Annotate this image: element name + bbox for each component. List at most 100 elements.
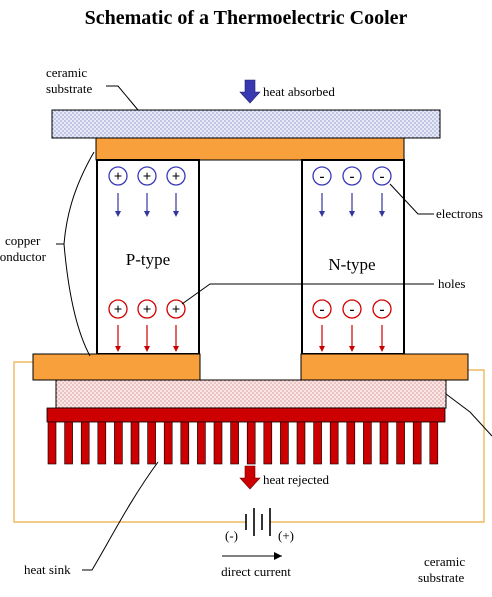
n-type-label: N-type — [328, 255, 375, 274]
copper-leader-top — [56, 151, 95, 245]
heat-sink-fin — [64, 421, 73, 465]
hole-carrier-bottom-circle — [137, 299, 157, 319]
ceramic-top-leader — [106, 85, 139, 111]
hole-carrier-bottom-circle — [108, 299, 128, 319]
electron-carrier-bottom-circle — [312, 299, 332, 319]
heat-sink-fin — [379, 421, 389, 465]
heat-sink-fin — [396, 421, 405, 465]
hole-carrier-bottom-sign: + — [143, 302, 152, 318]
heat-sink-fins — [47, 421, 439, 465]
n-type-leg — [301, 159, 405, 355]
hole-drift-arrow-top-head — [144, 211, 150, 217]
hole-carrier-bottom-sign: + — [172, 302, 181, 318]
heat-sink-fin — [213, 421, 223, 465]
electron-carrier-top-circle — [342, 166, 362, 186]
hole-drift-arrow-bottom-head — [115, 346, 121, 352]
electrons-leader — [389, 183, 434, 215]
hole-carrier-top-sign: + — [143, 169, 152, 185]
heat-rejected-arrow — [239, 465, 261, 490]
heat-sink-fin — [296, 421, 306, 465]
heat-sink-leader — [82, 461, 159, 571]
heat-sink-fin — [280, 421, 289, 465]
heat-sink-fin — [47, 421, 57, 465]
circuit-wire — [13, 361, 485, 523]
hole-carrier-top-sign: + — [114, 169, 123, 185]
holes-leader — [181, 283, 434, 305]
heat-sink-fin — [412, 421, 422, 465]
copper-label-line1: copper — [5, 233, 41, 248]
copper-label-line2: conductor — [0, 249, 47, 264]
electron-carrier-top-circle — [372, 166, 392, 186]
electron-drift-arrow-top-head — [319, 211, 325, 217]
heat-sink-fin — [147, 421, 156, 465]
electron-carrier-top-circle — [312, 166, 332, 186]
ceramic-top-label-line2: substrate — [46, 81, 92, 96]
electron-drift-arrow-top-head — [379, 211, 385, 217]
heat-absorbed-label: heat absorbed — [263, 84, 335, 99]
heat-sink-fin — [263, 421, 273, 465]
hole-carrier-top-circle — [108, 166, 128, 186]
electron-carrier-top-sign: - — [380, 169, 385, 185]
current-direction-arrowhead — [274, 552, 282, 560]
heat-sink-fin — [97, 421, 107, 465]
heat-sink-fin — [197, 421, 206, 465]
p-type-label: P-type — [126, 250, 170, 269]
battery-minus-label: (-) — [225, 528, 238, 543]
electron-carrier-bottom-sign: - — [380, 302, 385, 318]
ceramic-substrate-bottom — [55, 379, 447, 409]
electron-carrier-top-sign: - — [350, 169, 355, 185]
charge-carriers: + + + + + + - - - - - - — [108, 166, 392, 352]
heat-sink-label: heat sink — [24, 562, 71, 577]
heat-sink-fin — [329, 421, 339, 465]
battery-plus-label: (+) — [278, 528, 294, 543]
copper-leader-bottom — [63, 243, 91, 357]
heat-sink-fin — [246, 421, 256, 465]
electron-carrier-bottom-circle — [342, 299, 362, 319]
copper-conductor-top — [95, 137, 405, 161]
ceramic-substrate-top — [51, 109, 441, 139]
hole-carrier-top-sign: + — [172, 169, 181, 185]
heat-sink-base — [46, 407, 446, 423]
heat-sink-fin — [429, 421, 439, 465]
ceramic-bottom-label-line2: substrate — [418, 570, 464, 585]
ceramic-bottom-leader — [445, 393, 492, 437]
diagram-title: Schematic of a Thermoelectric Cooler — [85, 7, 408, 29]
holes-label: holes — [438, 276, 465, 291]
electron-drift-arrow-top-head — [349, 211, 355, 217]
heat-sink-fin — [114, 421, 123, 465]
hole-carrier-bottom-circle — [166, 299, 186, 319]
heat-absorbed-arrow — [239, 79, 261, 104]
ceramic-bottom-label-line1: ceramic — [424, 554, 465, 569]
heat-sink-fin — [363, 421, 372, 465]
electron-carrier-bottom-sign: - — [350, 302, 355, 318]
heat-sink-fin — [230, 421, 239, 465]
electron-carrier-bottom-circle — [372, 299, 392, 319]
heat-sink-fin — [163, 421, 173, 465]
hole-carrier-top-circle — [166, 166, 186, 186]
heat-sink-fin — [346, 421, 356, 465]
heat-sink-fin — [313, 421, 322, 465]
electron-drift-arrow-bottom-head — [319, 346, 325, 352]
hole-carrier-top-circle — [137, 166, 157, 186]
hole-carrier-bottom-sign: + — [114, 302, 123, 318]
heat-sink-fin — [180, 421, 190, 465]
electron-carrier-top-sign: - — [320, 169, 325, 185]
electron-carrier-bottom-sign: - — [320, 302, 325, 318]
heat-sink-fin — [130, 421, 140, 465]
hole-drift-arrow-bottom-head — [144, 346, 150, 352]
direct-current-label: direct current — [221, 564, 291, 579]
electron-drift-arrow-bottom-head — [379, 346, 385, 352]
copper-conductor-bottom-left — [32, 353, 201, 381]
electron-drift-arrow-bottom-head — [349, 346, 355, 352]
heat-rejected-label: heat rejected — [263, 472, 330, 487]
electrons-label: electrons — [436, 206, 483, 221]
battery — [245, 508, 271, 536]
hole-drift-arrow-top-head — [173, 211, 179, 217]
hole-drift-arrow-top-head — [115, 211, 121, 217]
copper-conductor-bottom-right — [300, 353, 469, 381]
hole-drift-arrow-bottom-head — [173, 346, 179, 352]
heat-sink-fin — [80, 421, 90, 465]
ceramic-top-label-line1: ceramic — [46, 65, 87, 80]
